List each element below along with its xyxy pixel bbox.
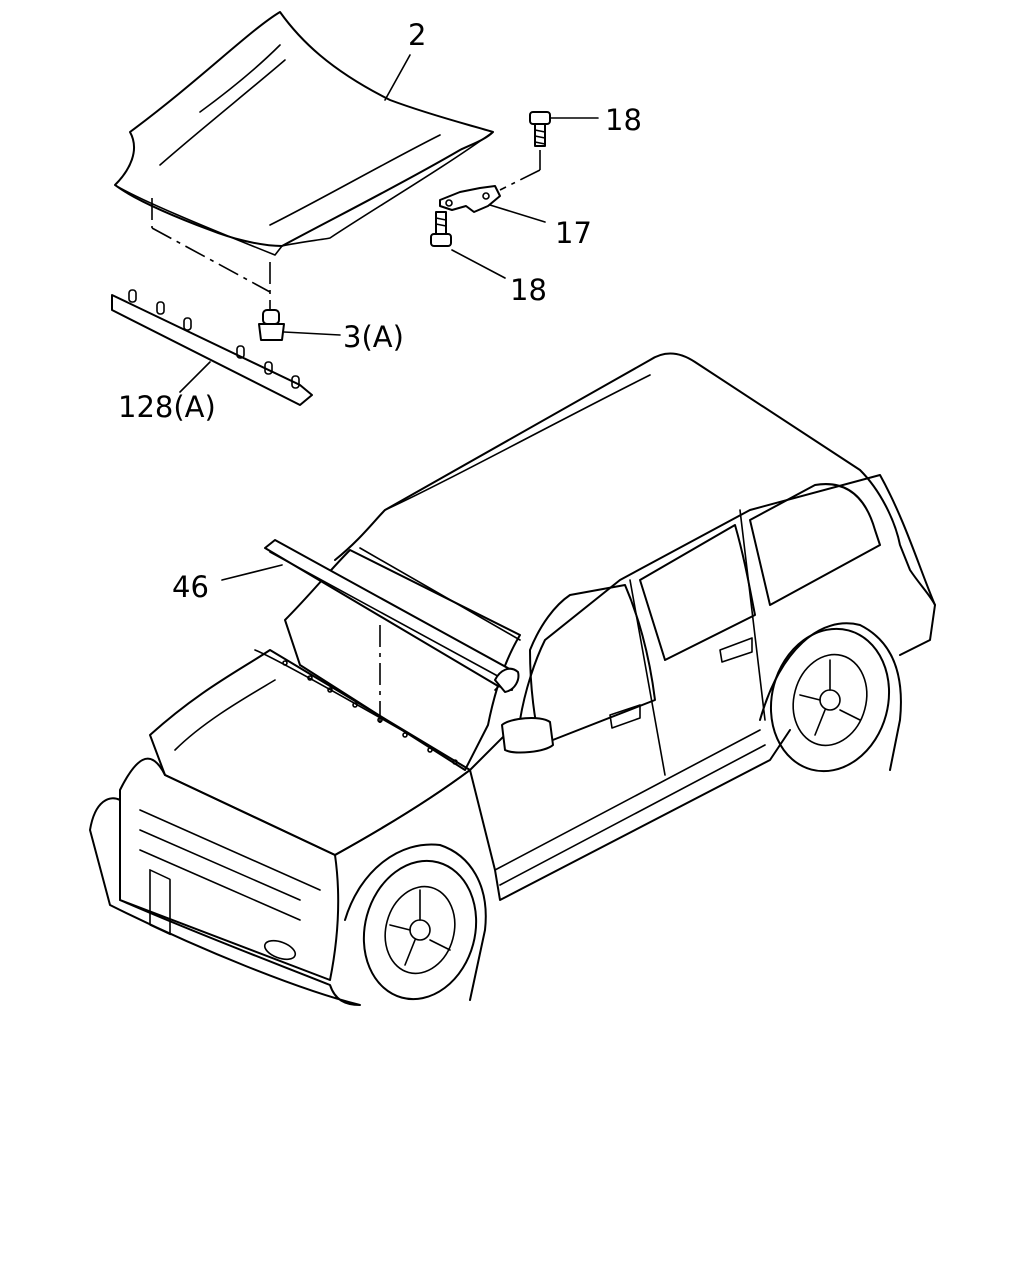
hood-hinge[interactable] <box>439 185 501 213</box>
rear-wheel <box>759 622 902 773</box>
callout-weatherstrip: 128(A) <box>118 390 216 424</box>
callout-seal: 46 <box>172 570 209 604</box>
vehicle-body <box>89 352 936 1006</box>
weatherstrip-strip[interactable] <box>111 289 313 406</box>
leader-lines <box>179 54 599 581</box>
callout-bolt-bottom: 18 <box>510 273 547 307</box>
callout-bolt-top: 18 <box>605 103 642 137</box>
callout-hinge: 17 <box>555 216 592 250</box>
bolt-bottom[interactable] <box>430 211 452 247</box>
front-wheel <box>344 843 487 1001</box>
hood-seal[interactable] <box>264 539 520 693</box>
callout-bumper: 3(A) <box>343 320 404 354</box>
hood-bumper[interactable] <box>258 309 285 341</box>
callout-hood: 2 <box>408 18 426 52</box>
hood-panel[interactable] <box>114 11 494 256</box>
bolt-top[interactable] <box>529 111 551 147</box>
